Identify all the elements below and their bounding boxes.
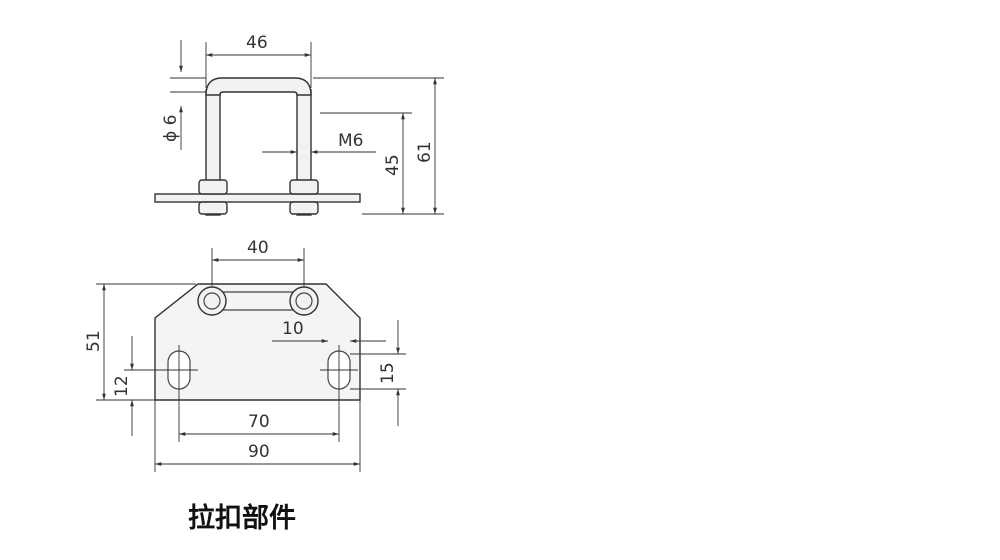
dim-thread-m6: M6: [338, 131, 363, 151]
bolt-hole-right: [289, 286, 319, 316]
dim-height-45: 45: [383, 154, 403, 176]
u-bolt-top: [205, 77, 312, 96]
dim-slot-10: 10: [282, 319, 304, 339]
plate-view: 40 10 51 12 15 70 90: [84, 238, 406, 472]
caption-title: 拉扣部件: [188, 503, 296, 534]
dim-slot-height-12: 12: [112, 375, 132, 397]
nut-left-top: [198, 179, 228, 195]
side-view: 46 ϕ 6 M6 45 61: [154, 33, 444, 216]
dim-mount-spacing-70: 70: [248, 412, 270, 432]
dim-height-61: 61: [415, 141, 435, 163]
nut-left-bottom: [198, 201, 228, 215]
dim-hole-spacing-40: 40: [247, 238, 269, 258]
nut-right-bottom: [289, 201, 319, 215]
dim-width-46: 46: [246, 33, 268, 53]
nut-right-top: [289, 179, 319, 195]
dim-diameter-6: ϕ 6: [161, 115, 181, 142]
dim-height-51: 51: [84, 330, 104, 352]
dim-total-width-90: 90: [248, 442, 270, 462]
base-plate-side: [154, 193, 361, 203]
dim-slot-height-15: 15: [378, 362, 398, 384]
bolt-hole-left: [197, 286, 227, 316]
